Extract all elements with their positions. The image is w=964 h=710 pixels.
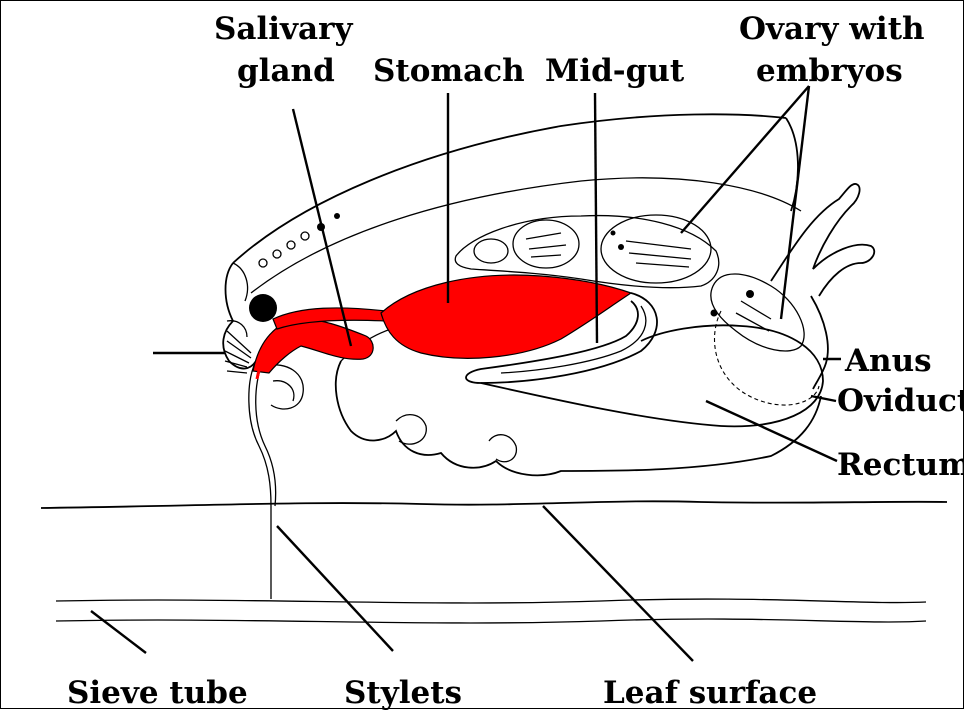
mid-gut-label: Mid-gut: [545, 53, 685, 89]
sieve-tube-upper-wall: [56, 599, 926, 603]
stylets-leader: [277, 526, 393, 651]
leg-segment: [489, 435, 516, 462]
leaf-surface-leader: [543, 506, 693, 661]
leg-joint: [266, 365, 303, 409]
leg-joint: [273, 381, 294, 401]
compound-eye: [249, 294, 277, 322]
sieve-tube-label: Sieve tube: [67, 675, 248, 710]
salivary-gland-label: gland: [237, 53, 335, 89]
embryo-eye: [618, 244, 624, 250]
ovary-leader: [681, 86, 809, 233]
stomach: [381, 275, 631, 358]
anus-label: Anus: [844, 343, 932, 379]
oviduct-label: Oviduct: [837, 383, 964, 419]
leaf-surface-line: [41, 501, 947, 508]
ovary-label: embryos: [756, 53, 903, 89]
head-spot: [273, 250, 281, 258]
stylets-label: Stylets: [344, 675, 462, 710]
embryo-eye: [746, 290, 754, 298]
posterior-ovary: [711, 274, 804, 351]
embryo-eye: [711, 310, 718, 317]
head-spot: [334, 213, 340, 219]
rectum-label: Rectum: [837, 447, 964, 483]
head-spot: [287, 241, 295, 249]
stylet-bundle: [256, 361, 276, 506]
ovary-label: Ovary with: [739, 11, 925, 47]
embryo-small: [474, 239, 508, 263]
embryo: [513, 220, 579, 268]
head-spot: [301, 232, 309, 240]
stomach-label: Stomach: [373, 53, 525, 89]
embryo-eye: [611, 231, 616, 236]
head-spot: [259, 259, 267, 267]
embryo-detail: [526, 233, 691, 267]
embryo: [601, 215, 711, 283]
leaf-surface-label: Leaf surface: [603, 675, 817, 710]
stylet-bundle: [249, 361, 271, 599]
salivary-gland-label: Salivary: [214, 11, 353, 47]
underside-outline: [336, 361, 821, 475]
sieve-tube-leader: [91, 611, 146, 653]
head-segment: [233, 263, 248, 301]
sieve-tube-lower-wall: [56, 619, 926, 623]
